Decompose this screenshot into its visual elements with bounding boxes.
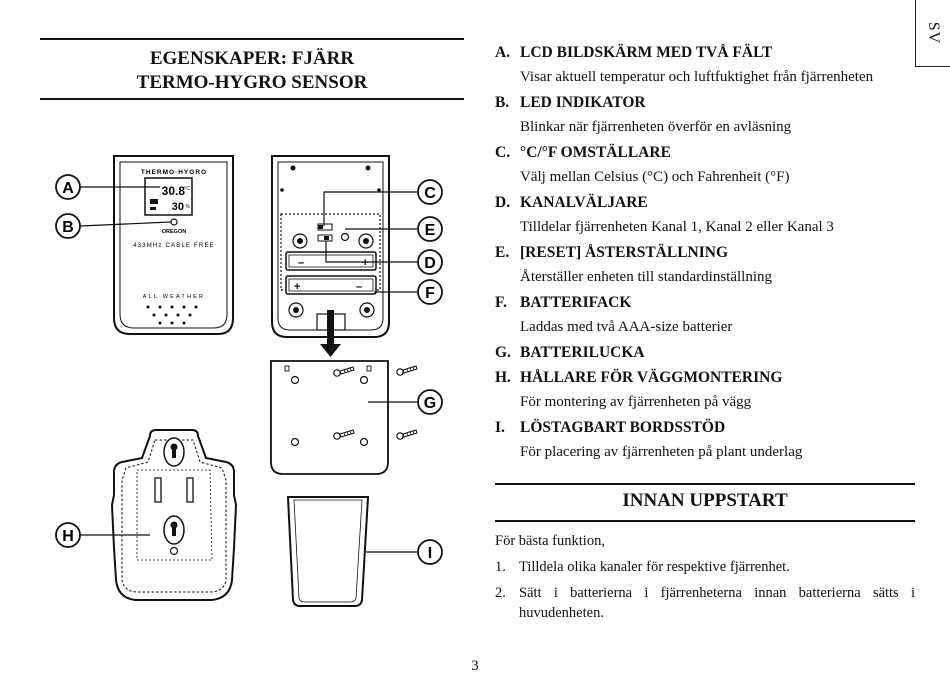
callout-c: C [323,179,443,226]
feature-letter: F. [495,294,507,311]
feature-letter: H. [495,369,511,386]
battery-cover-view [270,360,418,475]
feature-description: Visar aktuell temperatur och luftfuktigh… [520,69,874,85]
section-title: INNAN UPPSTART [622,490,788,511]
feature-item-i: I. LÖSTAGBART BORDSSTÖD För placering av … [495,415,920,465]
callout-e-label: E [425,222,436,239]
callout-i: I [366,539,443,565]
sensor-all-weather-text: ALL WEATHER [143,294,205,300]
callout-g-label: G [424,395,436,412]
battery-1-plus: + [362,257,368,269]
feature-list: A. LCD BILDSKÄRM MED TVÅ FÄLT Visar aktue… [495,40,920,465]
lcd-temperature-unit: °C [184,186,190,192]
feature-item-h: H. HÅLLARE FÖR VÄGGMONTERING För monterin… [495,365,920,415]
sensor-maker-text: OREGON [162,229,186,235]
feature-letter: A. [495,44,511,61]
callout-d: D [325,241,443,275]
feature-title: LED INDIKATOR [520,94,646,111]
language-tab: SV [915,0,950,67]
callout-e: E [345,216,443,242]
feature-item-b: B. LED INDIKATOR Blinkar när fjärrenheten… [495,90,920,140]
page-number: 3 [471,658,479,674]
left-title-bottom-rule [40,98,464,100]
callout-b-label: B [62,219,74,236]
feature-letter: E. [495,244,510,261]
sensor-front-view: THERMO·HYGRO 30.8 °C 30 % OREGON 433MHz … [113,155,234,335]
table-stand-view [286,496,370,607]
feature-description: Välj mellan Celsius (°C) och Fahrenheit … [520,169,790,185]
feature-item-c: C. °C/°F OMSTÄLLARE Välj mellan Celsius (… [495,140,920,190]
feature-title: [RESET] ÅSTERSTÄLLNING [520,244,729,261]
battery-1 [285,251,377,271]
callout-b: B [55,213,172,239]
feature-description: För placering av fjärrenheten på plant u… [520,444,803,460]
left-title-line-2: TERMO-HYGRO SENSOR [136,72,368,93]
callout-a-label: A [62,180,74,197]
feature-title: BATTERILUCKA [520,344,645,361]
step-item: 1. Tilldela olika kanaler för respektive… [495,557,915,577]
feature-item-f: F. BATTERIFACK Laddas med två AAA-size ba… [495,290,920,340]
step-item: 2. Sätt i batterierna i fjärrenheterna i… [495,583,915,623]
callout-a: A [55,174,160,200]
lcd-humidity-unit: % [186,204,191,210]
battery-2-plus: + [294,281,300,293]
callout-h-label: H [62,528,74,545]
feature-letter: G. [495,344,511,361]
callout-f-label: F [425,285,435,302]
battery-2-minus: – [356,281,362,293]
step-number: 1. [495,559,506,575]
left-title-top-rule [40,38,464,40]
lcd-humidity-value: 30 [172,201,184,213]
feature-title: KANALVÄLJARE [520,194,648,211]
feature-item-a: A. LCD BILDSKÄRM MED TVÅ FÄLT Visar aktue… [495,40,920,90]
steps-list: 1. Tilldela olika kanaler för respektive… [495,557,915,629]
feature-title: BATTERIFACK [520,294,632,311]
callout-c-label: C [424,185,436,202]
step-text: Tilldela olika kanaler för respektive fj… [519,559,790,575]
feature-letter: I. [495,419,505,436]
callout-g: G [368,389,443,415]
left-title-line-1: EGENSKAPER: FJÄRR [149,48,355,69]
feature-title: LÖSTAGBART BORDSSTÖD [520,419,726,436]
feature-title: LCD BILDSKÄRM MED TVÅ FÄLT [520,44,773,61]
battery-1-minus: – [298,257,304,269]
feature-description: Laddas med två AAA-size batterier [520,319,733,335]
sensor-back-view: – + + – [271,155,390,338]
feature-letter: D. [495,194,511,211]
feature-item-e: E. [RESET] ÅSTERSTÄLLNING Återställer enh… [495,240,920,290]
callout-i-label: I [428,545,432,562]
callout-d-label: D [424,255,436,272]
feature-description: För montering av fjärrenheten på vägg [520,394,752,410]
intro-text: För bästa funktion, [495,533,605,549]
feature-letter: C. [495,144,511,161]
feature-item-d: D. KANALVÄLJARE Tilldelar fjärrenheten Ka… [495,190,920,240]
section-bottom-rule [495,520,915,522]
feature-description: Blinkar när fjärrenheten överför en avlä… [520,119,792,135]
left-section-title: EGENSKAPER: FJÄRR TERMO-HYGRO SENSOR [40,47,464,95]
battery-2 [285,275,377,295]
section-top-rule [495,483,915,485]
callout-f: F [374,279,443,305]
lcd-temperature-value: 30.8 [162,184,186,198]
step-number: 2. [495,585,506,601]
feature-title: HÅLLARE FÖR VÄGGMONTERING [520,369,783,386]
callout-h: H [55,522,150,548]
feature-item-g: G. BATTERILUCKA [495,340,920,365]
sensor-frequency-text: 433MHz CABLE FREE [133,243,215,249]
feature-letter: B. [495,94,510,111]
step-text: Sätt i batterierna i fjärrenheterna inna… [519,585,915,621]
arrow-down-icon [320,310,341,357]
feature-description: Tilldelar fjärrenheten Kanal 1, Kanal 2 … [520,219,834,235]
feature-title: °C/°F OMSTÄLLARE [520,144,671,161]
sensor-brand-text: THERMO·HYGRO [141,169,207,176]
sensor-vent-holes [146,305,198,325]
feature-description: Återställer enheten till standardinställ… [520,269,773,285]
wall-mount-holder-view [110,429,238,601]
